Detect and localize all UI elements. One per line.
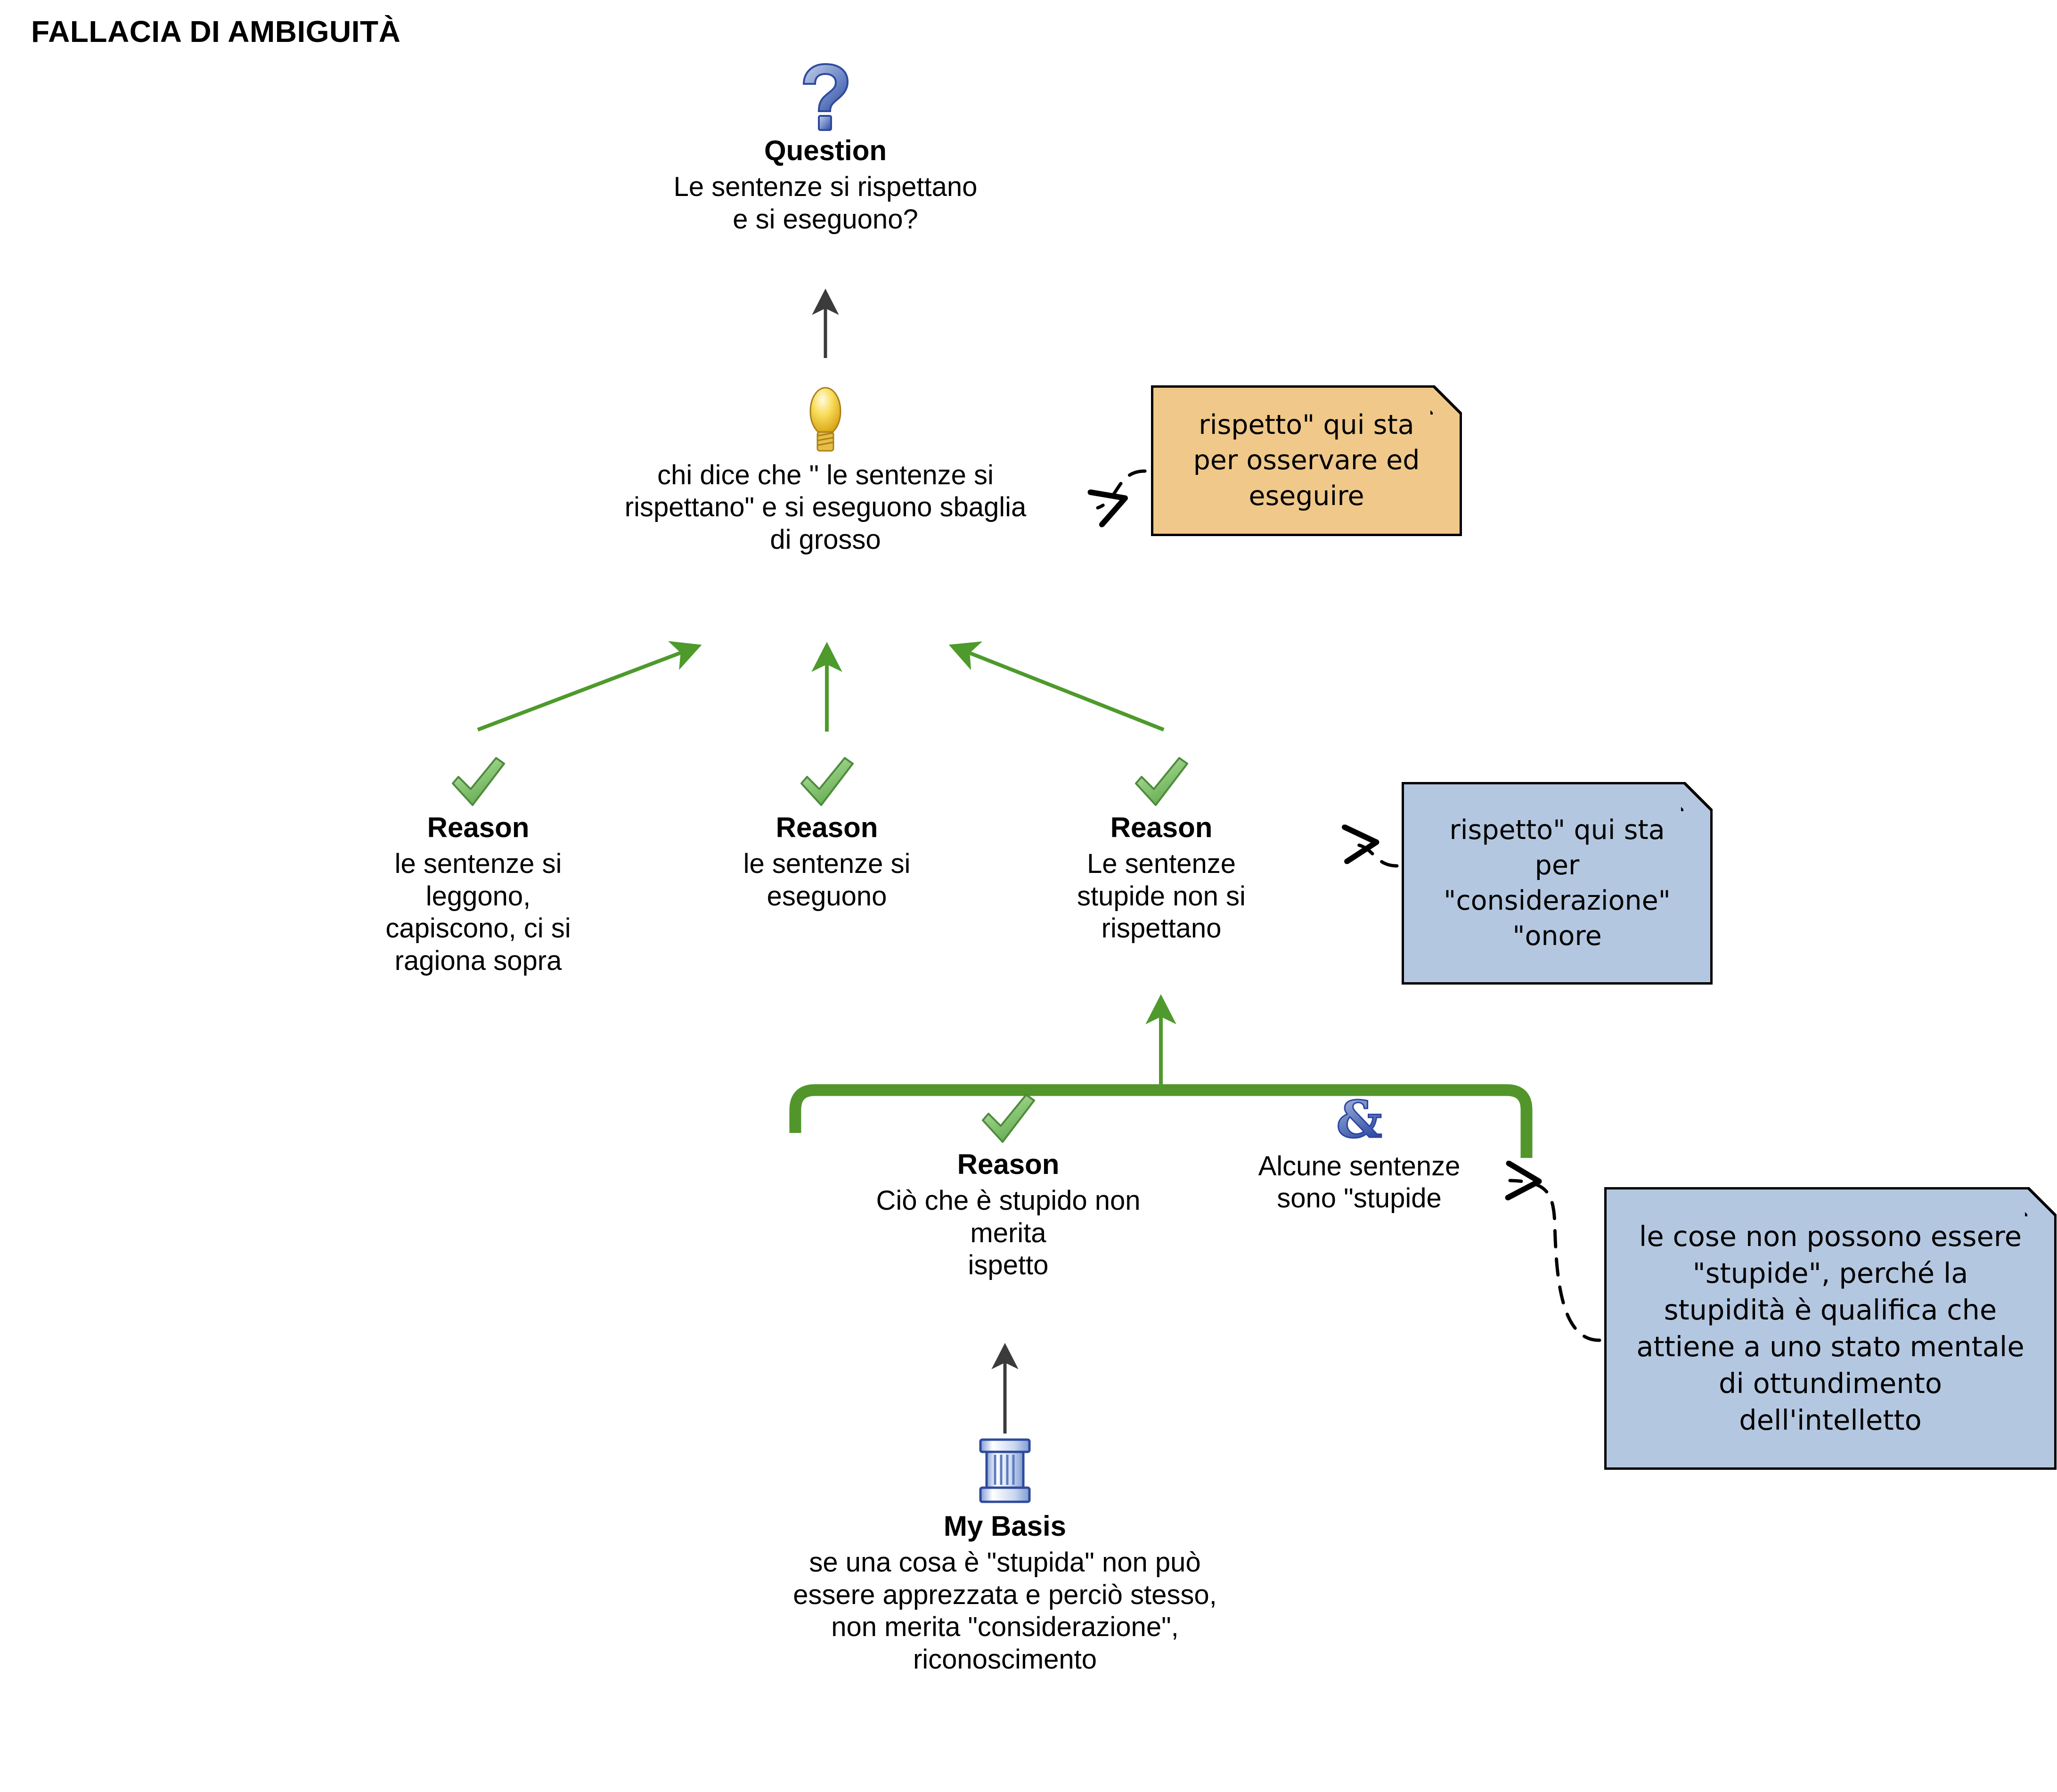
svg-text:&: & [1336,1093,1382,1146]
connector-note-stupide [1510,1181,1601,1342]
ampersand-icon: & [1227,1090,1491,1150]
node-reason-left[interactable]: Reason le sentenze si leggono, capiscono… [337,756,620,977]
node-text: se una cosa è "stupida" non può essere a… [793,1547,1217,1675]
node-copremise-stupide[interactable]: & Alcune sentenze sono "stupide [1227,1090,1491,1215]
node-text: Le sentenze stupide non si rispettano [1077,848,1246,944]
node-text: Alcune sentenze sono "stupide [1258,1151,1461,1214]
node-text: le sentenze si leggono, capiscono, ci si… [385,848,571,976]
node-my-basis[interactable]: My Basis se una cosa è "stupida" non può… [713,1437,1297,1676]
note-text: rispetto" qui sta per osservare ed esegu… [1193,409,1420,512]
node-reason-right[interactable]: Reason Le sentenze stupide non si rispet… [1025,756,1298,945]
note-considerazione[interactable]: rispetto" qui sta per "considerazione" "… [1402,782,1713,985]
node-type-label: Reason [1110,812,1213,843]
green-check-icon [337,756,620,809]
node-text: Le sentenze si rispettano e si eseguono? [673,171,978,235]
node-text: le sentenze si eseguono [743,848,911,912]
node-type-label: My Basis [943,1510,1067,1542]
node-reason-center[interactable]: Reason le sentenze si eseguono [686,756,968,912]
node-text: Ciò che è stupido non merita ispetto [876,1185,1141,1281]
node-type-label: Reason [957,1149,1060,1180]
note-text: le cose non possono essere "stupide", pe… [1636,1220,2024,1436]
green-check-icon [839,1093,1178,1146]
lightbulb-icon [571,384,1080,455]
note-text: rispetto" qui sta per "considerazione" "… [1444,814,1671,952]
node-reason-stupid[interactable]: Reason Ciò che è stupido non merita ispe… [839,1093,1178,1282]
green-check-icon [686,756,968,809]
node-question[interactable]: Question Le sentenze si rispettano e si … [613,61,1037,236]
question-mark-icon [613,61,1037,132]
page-title: FALLACIA DI AMBIGUITÀ [31,15,401,49]
node-type-label: Question [764,135,887,166]
node-text: chi dice che " le sentenze si rispettano… [624,460,1027,555]
node-type-label: Reason [427,812,530,843]
note-osservare[interactable]: rispetto" qui sta per osservare ed esegu… [1151,385,1462,536]
green-check-icon [1025,756,1298,809]
connector-note-osservare [1098,469,1147,508]
node-main-claim[interactable]: chi dice che " le sentenze si rispettano… [571,384,1080,556]
connector-reason-left-to-claim [477,641,702,732]
connector-note-considerazione [1347,844,1399,868]
connector-reason-right-to-claim [948,641,1165,732]
note-stupide[interactable]: le cose non possono essere "stupide", pe… [1604,1187,2057,1470]
pillar-icon [713,1437,1297,1507]
node-type-label: Reason [775,812,878,843]
